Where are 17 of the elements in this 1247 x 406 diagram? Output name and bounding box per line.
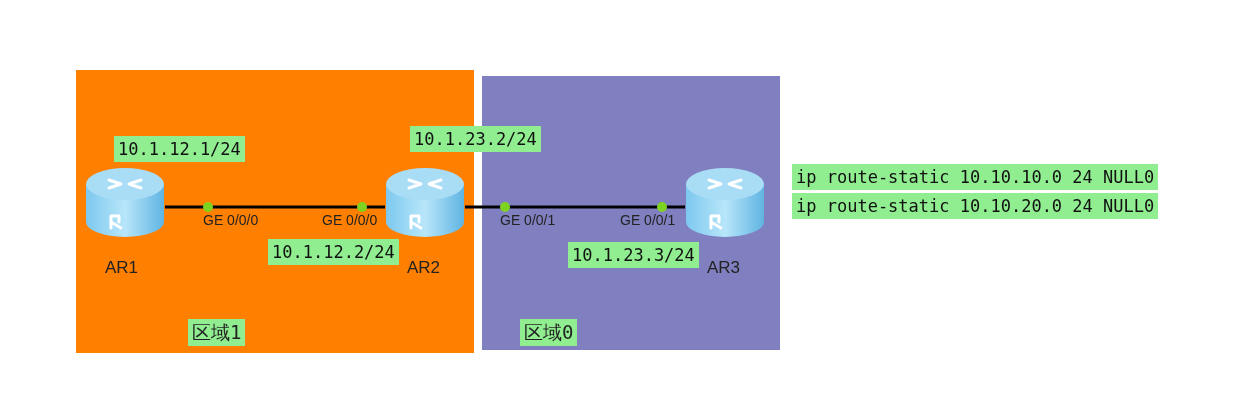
- area-label: 区域1: [188, 319, 246, 346]
- link-line: [165, 205, 385, 209]
- route-command: ip route-static 10.10.20.0 24 NULL0: [792, 193, 1159, 219]
- interface-name: GE 0/0/0: [203, 212, 259, 228]
- ip-address: 10.1.23.3/24: [568, 242, 699, 268]
- interface-name: GE 0/0/0: [322, 212, 378, 228]
- ip-address: 10.1.12.2/24: [268, 239, 399, 265]
- router-name: AR1: [105, 258, 139, 278]
- route-command: ip route-static 10.10.10.0 24 NULL0: [792, 164, 1159, 190]
- link-line: [465, 205, 685, 209]
- interface-name: GE 0/0/1: [500, 212, 556, 228]
- router-name: AR3: [707, 258, 741, 278]
- router-name: AR2: [407, 258, 441, 278]
- ip-address: 10.1.12.1/24: [114, 136, 245, 162]
- interface-name: GE 0/0/1: [620, 212, 676, 228]
- ip-address: 10.1.23.2/24: [410, 126, 541, 152]
- area-label: 区域0: [520, 319, 578, 346]
